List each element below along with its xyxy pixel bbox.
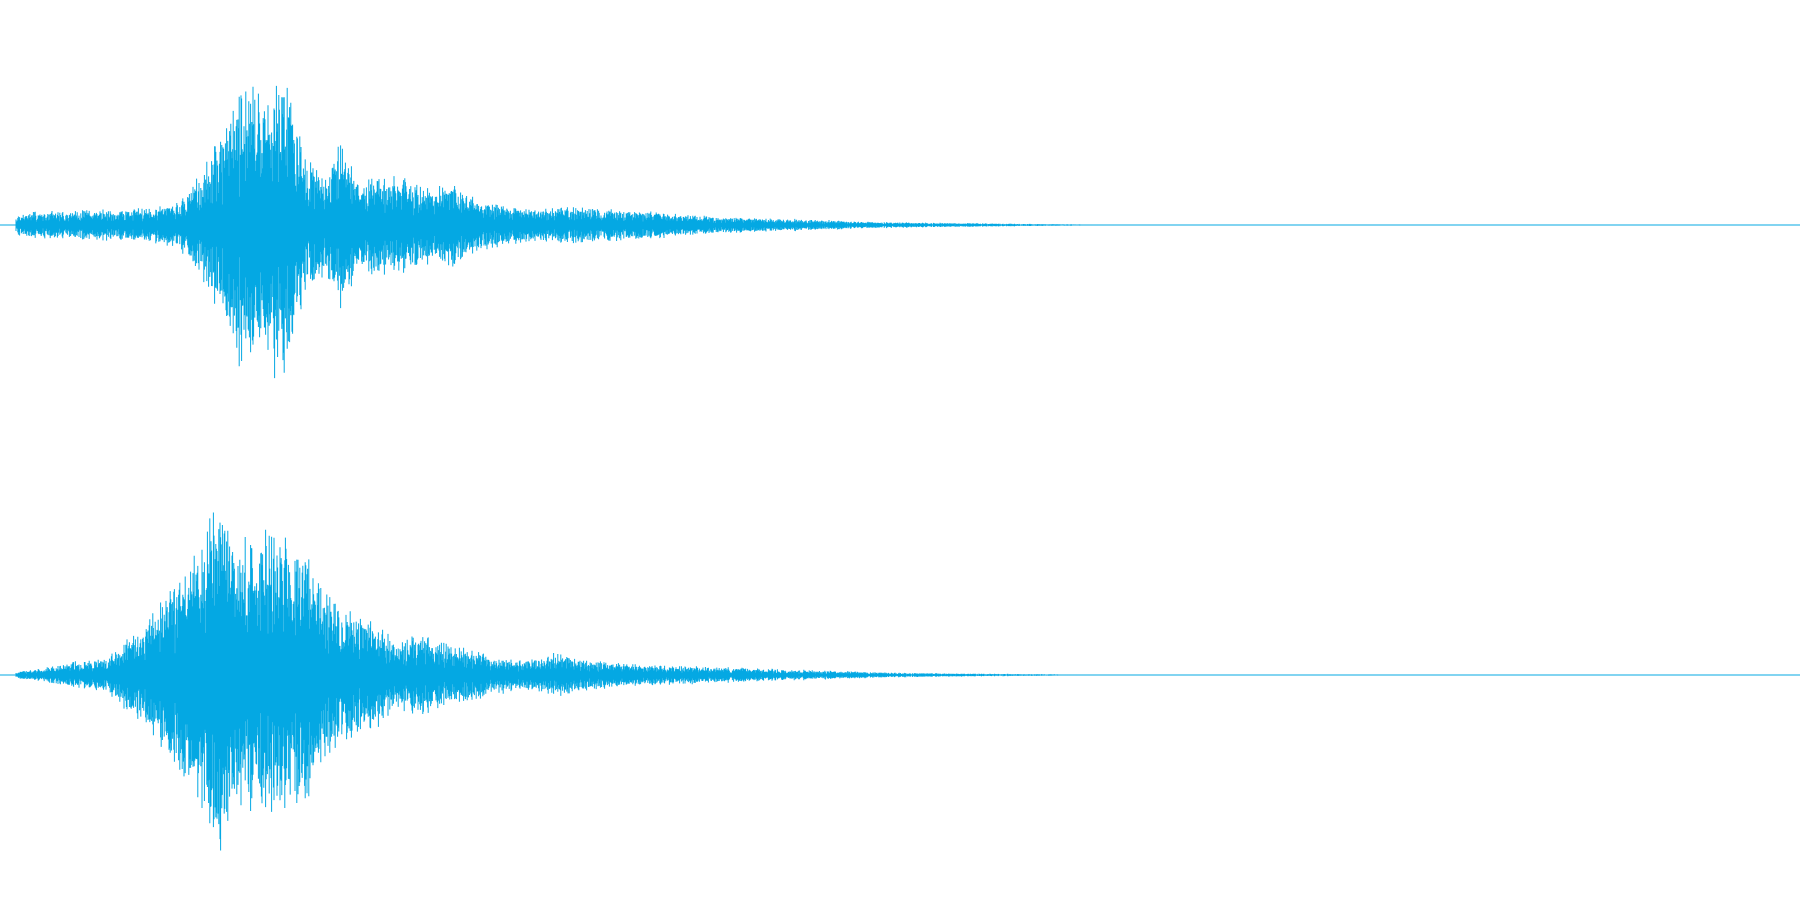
channel-2-waveform (0, 512, 1800, 851)
channel-1-waveform (0, 85, 1800, 379)
channel-2-signal (15, 512, 1096, 851)
channel-1-signal (15, 85, 1114, 379)
